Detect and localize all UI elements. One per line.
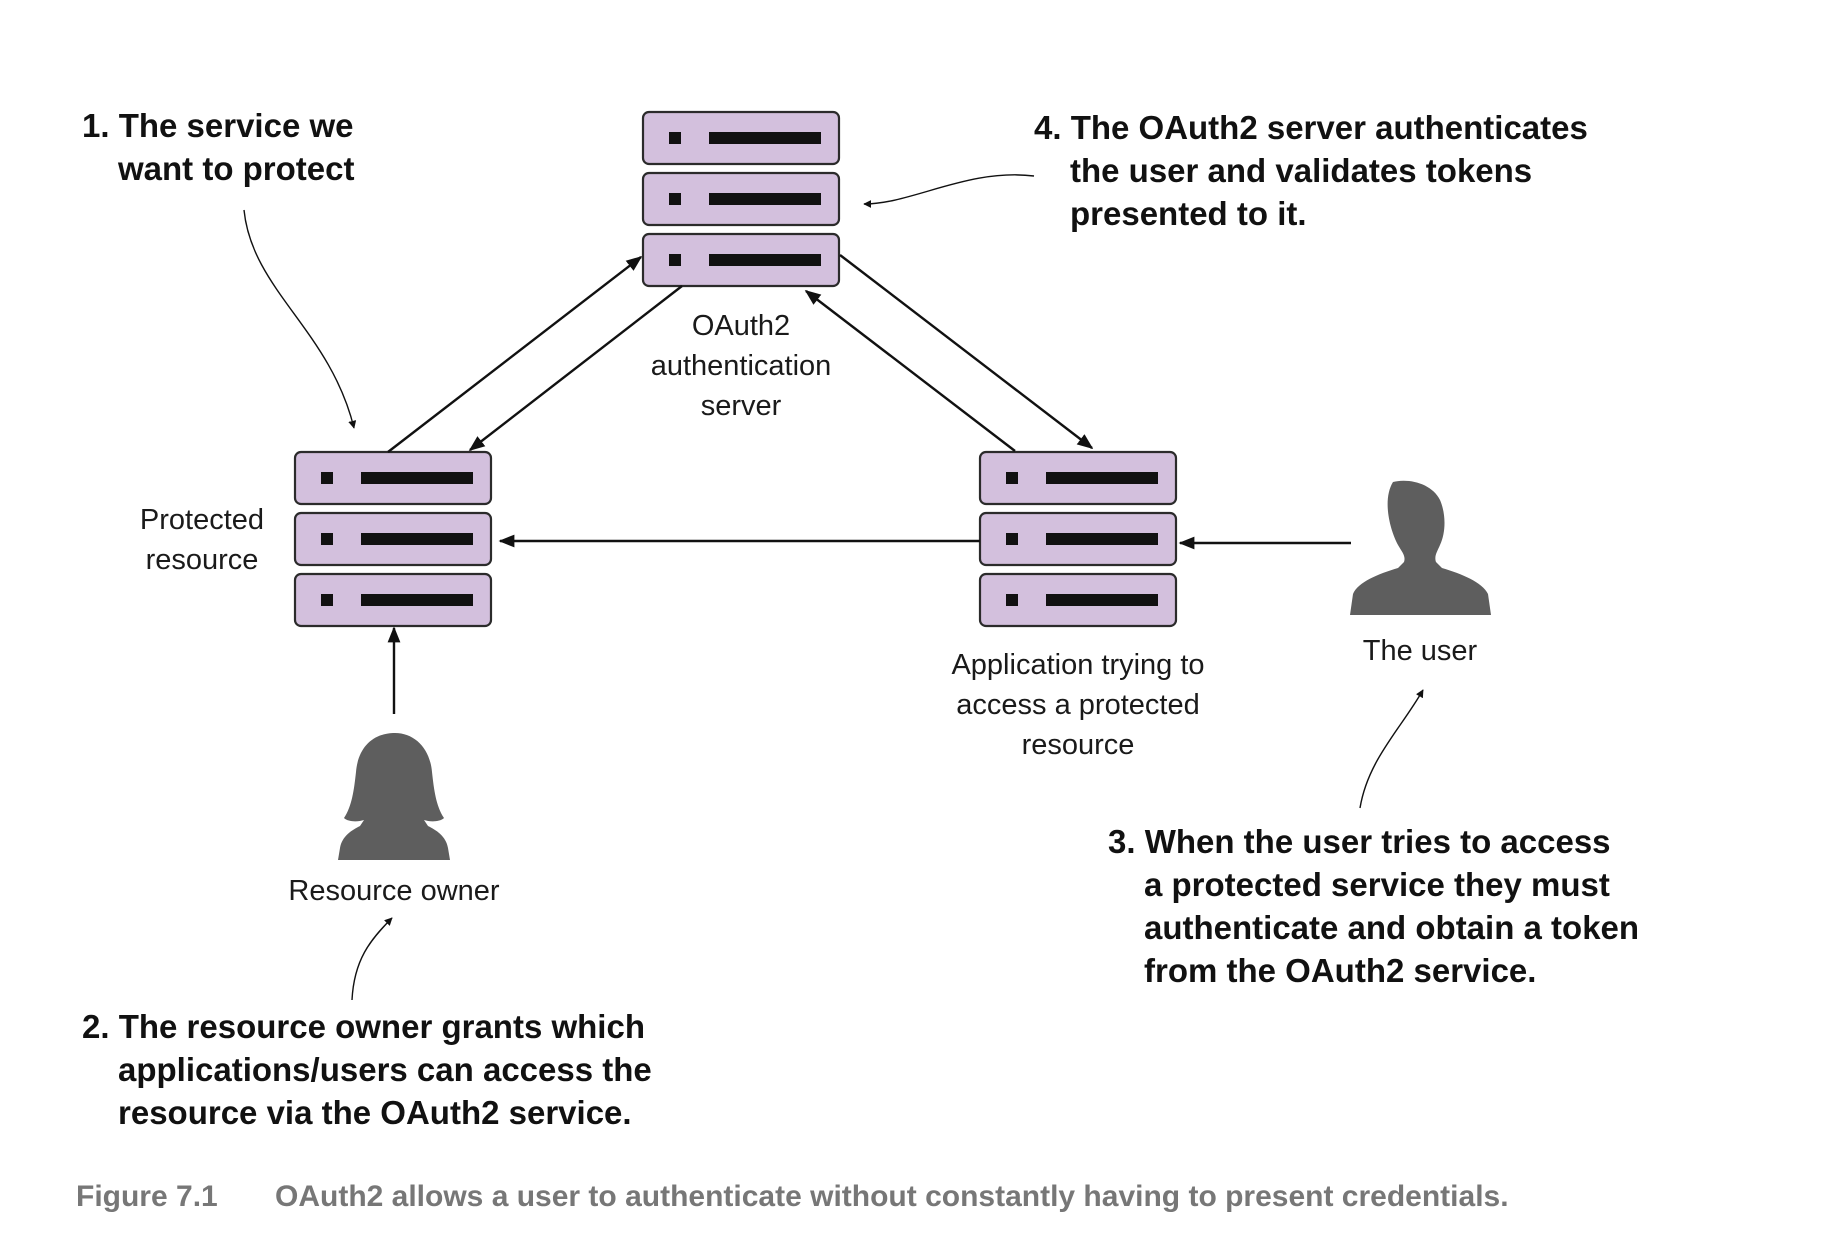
server-slot bbox=[709, 193, 821, 205]
application-label-line: resource bbox=[1022, 729, 1135, 761]
arrow-application-to-auth bbox=[804, 290, 1016, 452]
callout-1: 1. The service we want to protect bbox=[82, 107, 355, 187]
server-led bbox=[1006, 472, 1018, 484]
callout-4-line: 4. The OAuth2 server authenticates bbox=[1034, 109, 1588, 146]
protected-resource-label: Protected resource bbox=[140, 504, 264, 576]
pointer-callout-2 bbox=[351, 917, 393, 1001]
arrow-resource-to-auth bbox=[387, 256, 643, 453]
server-led bbox=[321, 472, 333, 484]
arrow-auth-to-resource bbox=[468, 285, 683, 451]
callout-4: 4. The OAuth2 server authenticates the u… bbox=[1034, 109, 1588, 232]
auth-server-icon bbox=[641, 110, 841, 288]
figure-number: Figure 7.1 bbox=[76, 1180, 218, 1213]
server-led bbox=[1006, 594, 1018, 606]
callout-3-line: a protected service they must bbox=[1144, 866, 1610, 903]
auth-server-label-line: OAuth2 bbox=[692, 310, 790, 342]
server-led bbox=[321, 594, 333, 606]
application-label: Application trying to access a protected… bbox=[951, 649, 1204, 761]
resource-owner-silhouette-icon bbox=[338, 732, 450, 860]
callout-3-line: from the OAuth2 service. bbox=[1144, 952, 1536, 989]
server-slot bbox=[709, 132, 821, 144]
server-slot bbox=[1046, 594, 1158, 606]
callout-4-line: the user and validates tokens bbox=[1070, 152, 1532, 189]
server-led bbox=[669, 254, 681, 266]
server-led bbox=[669, 132, 681, 144]
server-led bbox=[321, 533, 333, 545]
pointer-callout-4 bbox=[863, 174, 1035, 208]
server-led bbox=[669, 193, 681, 205]
auth-server-label-line: server bbox=[701, 390, 782, 422]
callout-2: 2. The resource owner grants which appli… bbox=[82, 1008, 652, 1131]
server-slot bbox=[1046, 472, 1158, 484]
callout-4-line: presented to it. bbox=[1070, 195, 1307, 232]
figure-caption: Figure 7.1 OAuth2 allows a user to authe… bbox=[76, 1180, 1509, 1213]
user-silhouette-icon bbox=[1350, 480, 1491, 615]
protected-resource-label-line: Protected bbox=[140, 504, 264, 536]
server-slot bbox=[361, 472, 473, 484]
callout-1-line: want to protect bbox=[117, 150, 355, 187]
pointer-callout-3 bbox=[1359, 689, 1424, 809]
pointer-callout-1 bbox=[243, 209, 357, 429]
application-label-line: access a protected bbox=[956, 689, 1199, 721]
auth-server-label-line: authentication bbox=[651, 350, 832, 382]
server-slot bbox=[361, 594, 473, 606]
application-label-line: Application trying to bbox=[951, 649, 1204, 681]
callout-3: 3. When the user tries to access a prote… bbox=[1108, 823, 1639, 989]
protected-resource-label-line: resource bbox=[146, 544, 259, 576]
callout-2-line: applications/users can access the bbox=[118, 1051, 652, 1088]
resource-owner-label: Resource owner bbox=[288, 875, 499, 907]
arrow-auth-to-application bbox=[839, 254, 1094, 449]
server-led bbox=[1006, 533, 1018, 545]
server-slot bbox=[1046, 533, 1158, 545]
server-slot bbox=[709, 254, 821, 266]
server-slot bbox=[361, 533, 473, 545]
callout-1-line: 1. The service we bbox=[82, 107, 354, 144]
callout-2-line: resource via the OAuth2 service. bbox=[118, 1094, 632, 1131]
auth-server-label: OAuth2 authentication server bbox=[651, 310, 832, 422]
user-label: The user bbox=[1363, 635, 1478, 667]
figure-caption-text: OAuth2 allows a user to authenticate wit… bbox=[275, 1180, 1509, 1213]
application-server-icon bbox=[978, 450, 1178, 628]
callout-2-line: 2. The resource owner grants which bbox=[82, 1008, 645, 1045]
callout-3-line: authenticate and obtain a token bbox=[1144, 909, 1639, 946]
protected-resource-server-icon bbox=[293, 450, 493, 628]
callout-3-line: 3. When the user tries to access bbox=[1108, 823, 1611, 860]
